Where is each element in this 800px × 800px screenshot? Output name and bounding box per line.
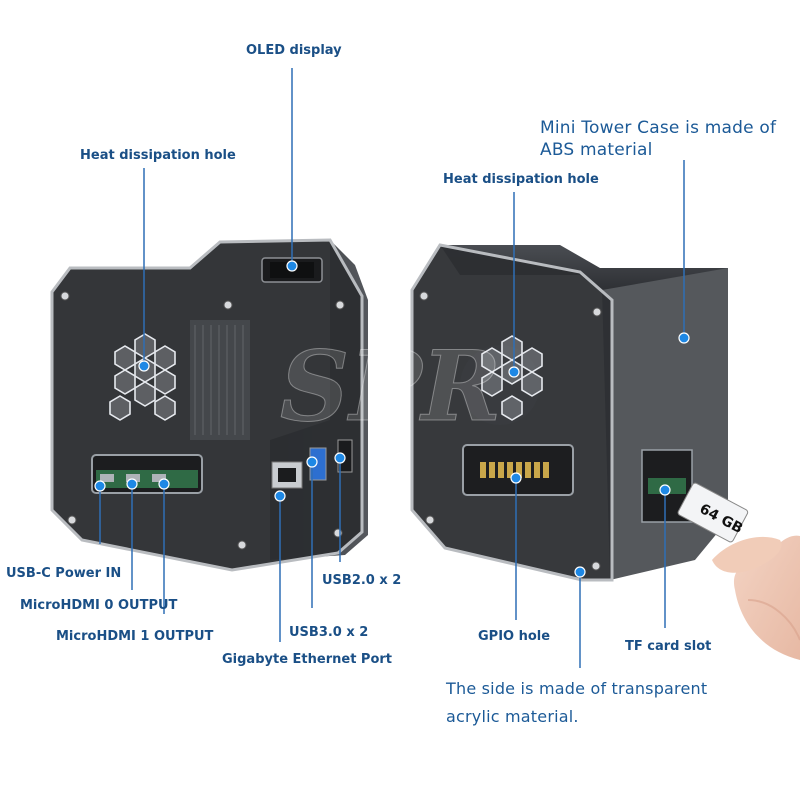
label-microhdmi1: MicroHDMI 1 OUTPUT (56, 629, 214, 644)
left-port-hdmi1 (152, 474, 166, 482)
left-port-hdmi0 (126, 474, 140, 482)
ethernet-jack (278, 468, 296, 482)
left-heatsink (190, 320, 250, 440)
callout-dots (94, 260, 690, 578)
label-tf-slot: TF card slot (625, 639, 712, 654)
label-usbc-power: USB-C Power IN (6, 566, 122, 581)
label-side-line1: The side is made of transparent (446, 679, 708, 698)
right-case (410, 243, 728, 582)
label-mini-tower-line1: Mini Tower Case is made of (540, 118, 777, 138)
label-ethernet: Gigabyte Ethernet Port (222, 652, 393, 667)
label-side-line2: acrylic material. (446, 707, 579, 726)
label-usb20: USB2.0 x 2 (322, 573, 402, 588)
gpio-header (480, 462, 549, 478)
right-case-top (440, 245, 728, 290)
sd-card: 64 GB (677, 482, 749, 543)
label-mini-tower-line2: ABS material (540, 140, 653, 160)
left-board (96, 470, 198, 488)
right-honeycomb-vents (481, 335, 543, 421)
label-microhdmi0: MicroHDMI 0 OUTPUT (20, 598, 178, 613)
leader-lines (99, 68, 685, 668)
label-usb30: USB3.0 x 2 (289, 625, 369, 640)
left-port-usbc (100, 474, 114, 482)
hand (712, 535, 800, 660)
left-screws (60, 291, 345, 550)
ethernet-port (271, 461, 303, 489)
right-screws (419, 291, 602, 571)
label-heat-hole-right: Heat dissipation hole (443, 172, 599, 187)
label-gpio: GPIO hole (478, 629, 551, 644)
label-oled-display: OLED display (246, 43, 342, 58)
left-heatsink-fins (194, 325, 244, 435)
label-heat-hole-left: Heat dissipation hole (80, 148, 236, 163)
watermark: SPR (280, 330, 501, 443)
